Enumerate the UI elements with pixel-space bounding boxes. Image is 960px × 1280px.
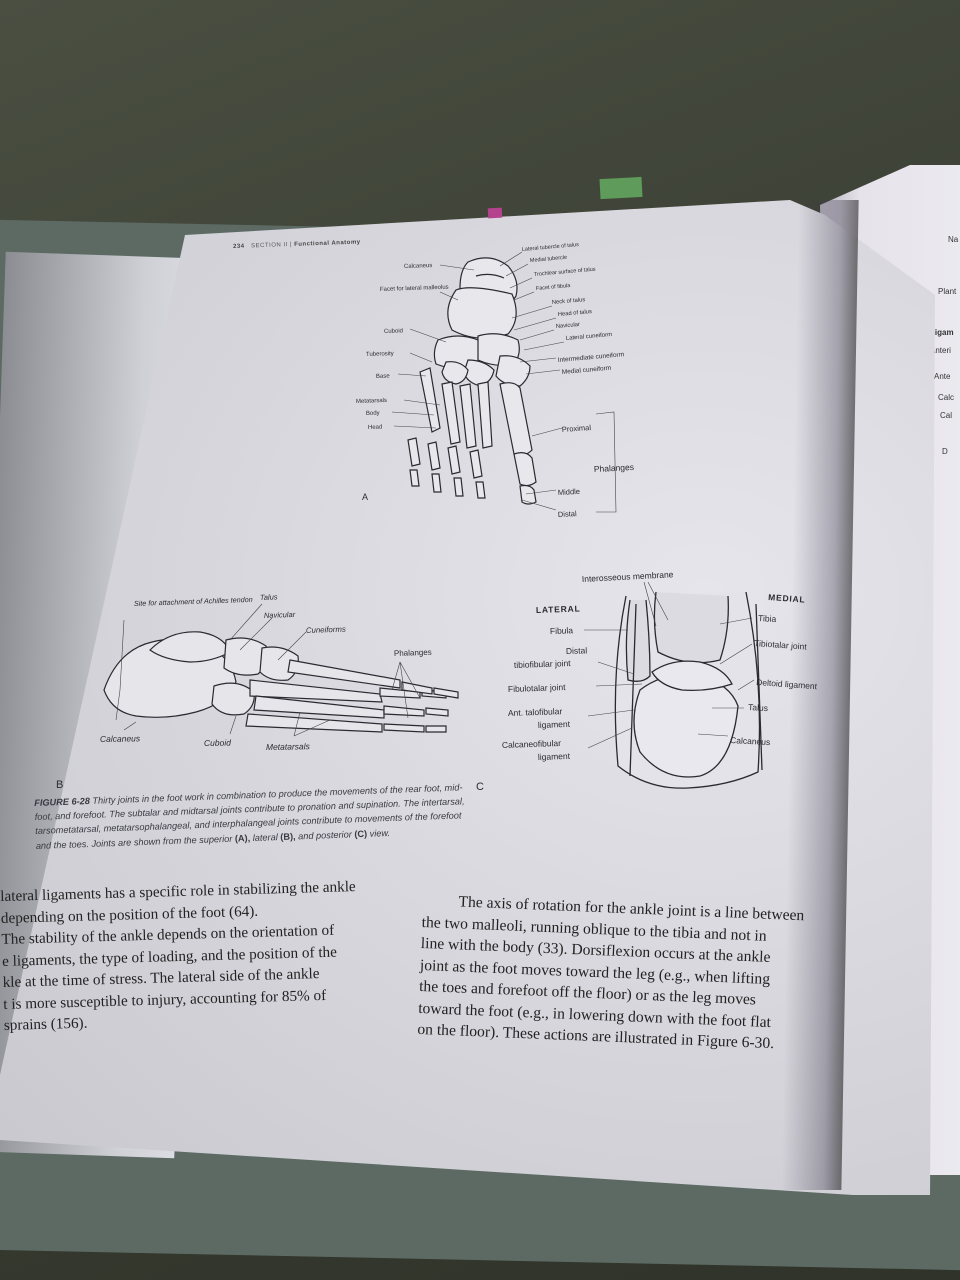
- label-calcaneofibular-1: Calcaneofibular: [502, 738, 562, 750]
- label-metatarsals: Metatarsals: [356, 398, 387, 405]
- label-talus-posterior: Talus: [748, 702, 768, 713]
- label-head-of-talus: Head of talus: [558, 309, 593, 318]
- label-tuberosity: Tuberosity: [366, 351, 394, 358]
- label-achilles-site: Site for attachment of Achilles tendon: [134, 595, 253, 608]
- body-text-right-column: The axis of rotation for the ankle joint…: [417, 890, 903, 1060]
- label-calcaneus: Calcaneus: [404, 263, 433, 270]
- label-navicular: Navicular: [556, 322, 581, 330]
- right-page-fragment: Plant: [938, 287, 957, 296]
- label-body: Body: [366, 411, 380, 417]
- label-medial: MEDIAL: [768, 592, 806, 605]
- label-distal-tibiofibular-2: tibiofibular joint: [514, 658, 572, 670]
- panel-label-a: A: [362, 492, 368, 502]
- panel-a-labels: Calcaneus Facet for lateral malleolus Cu…: [356, 242, 634, 519]
- label-distal-tibiofibular-1: Distal: [566, 645, 588, 656]
- label-trochlear-surface: Trochlear surface of talus: [534, 267, 596, 278]
- label-cuboid-lateral: Cuboid: [204, 738, 231, 748]
- panel-b-leader-lines: [115, 603, 421, 737]
- label-ant-talofibular-2: ligament: [538, 719, 571, 730]
- label-lateral-tubercle: Lateral tubercle of talus: [522, 242, 580, 253]
- panel-b-labels: Site for attachment of Achilles tendon T…: [56, 592, 432, 791]
- figure-id: FIGURE 6-28: [34, 795, 91, 808]
- panel-c-labels: Interosseous membrane LATERAL MEDIAL Fib…: [476, 569, 818, 793]
- foot-lateral-view: [103, 631, 459, 733]
- body-text-left-column: lateral ligaments has a specific role in…: [0, 874, 424, 1036]
- right-page-fragment: Cal: [940, 411, 953, 420]
- label-talus: Talus: [260, 592, 278, 602]
- ankle-posterior-view: [614, 591, 763, 789]
- label-tibiotalar-joint: Tibiotalar joint: [754, 638, 808, 652]
- label-neck-of-talus: Neck of talus: [552, 297, 586, 306]
- right-page-fragment: Ligam: [930, 328, 954, 337]
- label-base: Base: [376, 374, 391, 380]
- label-interosseous-membrane: Interosseous membrane: [582, 569, 674, 584]
- right-page-fragment: D: [942, 447, 948, 456]
- label-lateral: LATERAL: [536, 603, 581, 615]
- label-middle: Middle: [558, 487, 581, 497]
- right-page-fragment: Anteri: [930, 346, 951, 355]
- label-calcaneofibular-2: ligament: [538, 751, 571, 762]
- label-phalanges-lateral: Phalanges: [394, 648, 432, 658]
- label-phalanges: Phalanges: [594, 462, 635, 474]
- label-medial-tubercle: Medial tubercle: [530, 255, 568, 264]
- label-navicular-lateral: Navicular: [264, 610, 296, 620]
- label-facet-lateral-malleolus: Facet for lateral malleolus: [380, 285, 449, 293]
- label-cuboid: Cuboid: [384, 328, 403, 335]
- foot-superior-view: [407, 257, 537, 505]
- label-ant-talofibular-1: Ant. talofibular: [508, 706, 563, 718]
- label-proximal: Proximal: [562, 423, 592, 434]
- label-lateral-cuneiform: Lateral cuneiform: [566, 332, 613, 342]
- panel-label-b: B: [56, 779, 63, 791]
- label-head: Head: [368, 425, 383, 431]
- label-deltoid-ligament: Deltoid ligament: [756, 677, 818, 691]
- label-calcaneus-lateral: Calcaneus: [100, 733, 141, 744]
- panel-label-c: C: [476, 781, 484, 793]
- label-cuneiforms: Cuneiforms: [306, 625, 346, 635]
- label-metatarsals-lateral: Metatarsals: [266, 741, 311, 752]
- right-page-fragment: Na: [948, 235, 959, 244]
- panel-a-leader-lines: [391, 251, 617, 513]
- label-achilles-line: Site for attachment of Achilles tendon: [134, 595, 253, 608]
- label-tibia: Tibia: [758, 613, 777, 624]
- label-medial-cuneiform: Medial cuneiform: [562, 365, 612, 376]
- panel-c-leader-lines: [584, 581, 755, 749]
- right-page-fragment: Calc: [938, 393, 955, 402]
- label-calcaneus-posterior: Calcaneus: [730, 735, 771, 747]
- label-intermediate-cuneiform: Intermediate cuneiform: [558, 351, 625, 364]
- label-facet-of-fibula: Facet of fibula: [536, 283, 572, 292]
- right-page-fragment: Ante: [934, 372, 951, 381]
- label-fibula: Fibula: [550, 625, 574, 636]
- label-fibulotalar-joint: Fibulotalar joint: [508, 682, 567, 694]
- label-distal: Distal: [558, 509, 578, 519]
